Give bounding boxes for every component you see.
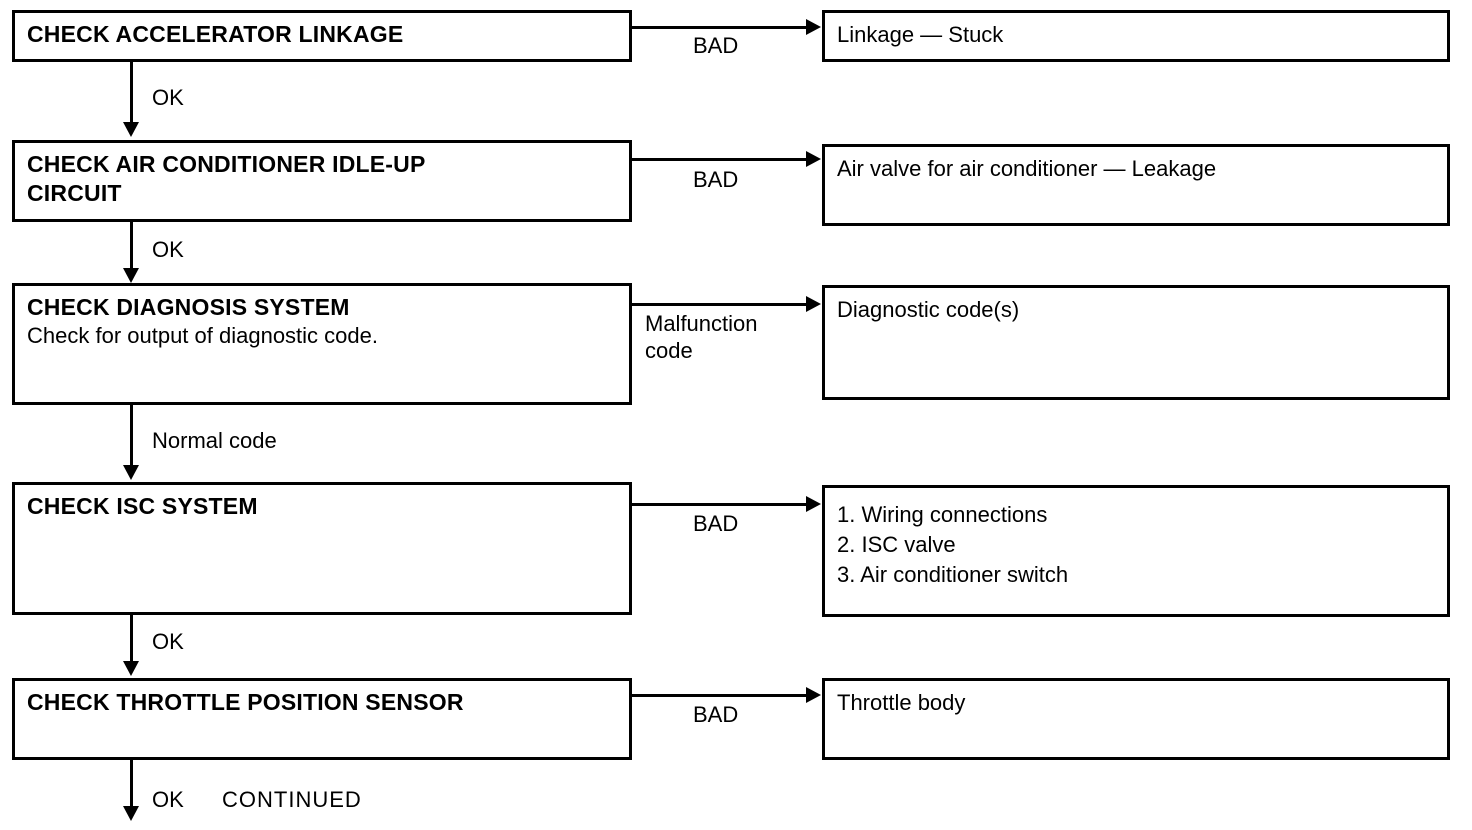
branch-label-4: BAD [693,511,739,536]
flow-label-4-5: OK [152,629,184,654]
check-step-box-3[interactable]: CHECK DIAGNOSIS SYSTEM Check for output … [12,283,632,405]
flow-connector-2-3 [130,222,133,270]
branch-connector-5 [632,694,810,697]
flow-arrowhead-4-5 [123,661,139,676]
branch-arrowhead-3 [806,296,821,312]
flow-connector-4-5 [130,615,133,663]
flow-connector-continued [130,760,133,808]
check-step-subtitle-3: Check for output of diagnostic code. [27,323,378,348]
flow-label-3-4: Normal code [152,428,277,453]
check-step-title-5: CHECK THROTTLE POSITION SENSOR [27,689,464,715]
flow-arrowhead-2-3 [123,268,139,283]
branch-connector-2 [632,158,810,161]
result-text-5: Throttle body [837,690,966,715]
check-step-box-5[interactable]: CHECK THROTTLE POSITION SENSOR [12,678,632,760]
result-box-2[interactable]: Air valve for air conditioner — Leakage [822,144,1450,226]
flow-connector-3-4 [130,405,133,467]
branch-arrowhead-2 [806,151,821,167]
result-box-1[interactable]: Linkage — Stuck [822,10,1450,62]
check-step-title-2: CHECK AIR CONDITIONER IDLE-UP CIRCUIT [27,151,426,206]
flow-label-continued: OK [152,787,184,812]
result-text-1: Linkage — Stuck [837,22,1004,47]
branch-label-3: Malfunction code [645,311,758,363]
check-step-box-1[interactable]: CHECK ACCELERATOR LINKAGE [12,10,632,62]
flow-arrowhead-3-4 [123,465,139,480]
branch-connector-1 [632,26,810,29]
branch-label-5: BAD [693,702,739,727]
check-step-title-4: CHECK ISC SYSTEM [27,493,258,519]
flow-label-1-2: OK [152,85,184,110]
check-step-box-2[interactable]: CHECK AIR CONDITIONER IDLE-UP CIRCUIT [12,140,632,222]
check-step-title-3: CHECK DIAGNOSIS SYSTEM [27,294,350,320]
branch-connector-4 [632,503,810,506]
continued-label: CONTINUED [222,787,362,812]
result-text-3: Diagnostic code(s) [837,297,1020,322]
flow-label-2-3: OK [152,237,184,262]
result-box-4[interactable]: 1. Wiring connections 2. ISC valve 3. Ai… [822,485,1450,617]
result-text-2: Air valve for air conditioner — Leakage [837,156,1217,181]
result-box-3[interactable]: Diagnostic code(s) [822,285,1450,400]
result-text-4: 1. Wiring connections 2. ISC valve 3. Ai… [837,502,1069,587]
branch-connector-3 [632,303,810,306]
branch-label-1: BAD [693,33,739,58]
check-step-title-1: CHECK ACCELERATOR LINKAGE [27,21,404,47]
branch-arrowhead-5 [806,687,821,703]
branch-label-2: BAD [693,167,739,192]
flow-arrowhead-continued [123,806,139,821]
branch-arrowhead-1 [806,19,821,35]
flow-arrowhead-1-2 [123,122,139,137]
result-box-5[interactable]: Throttle body [822,678,1450,760]
check-step-box-4[interactable]: CHECK ISC SYSTEM [12,482,632,615]
branch-arrowhead-4 [806,496,821,512]
flow-connector-1-2 [130,62,133,124]
